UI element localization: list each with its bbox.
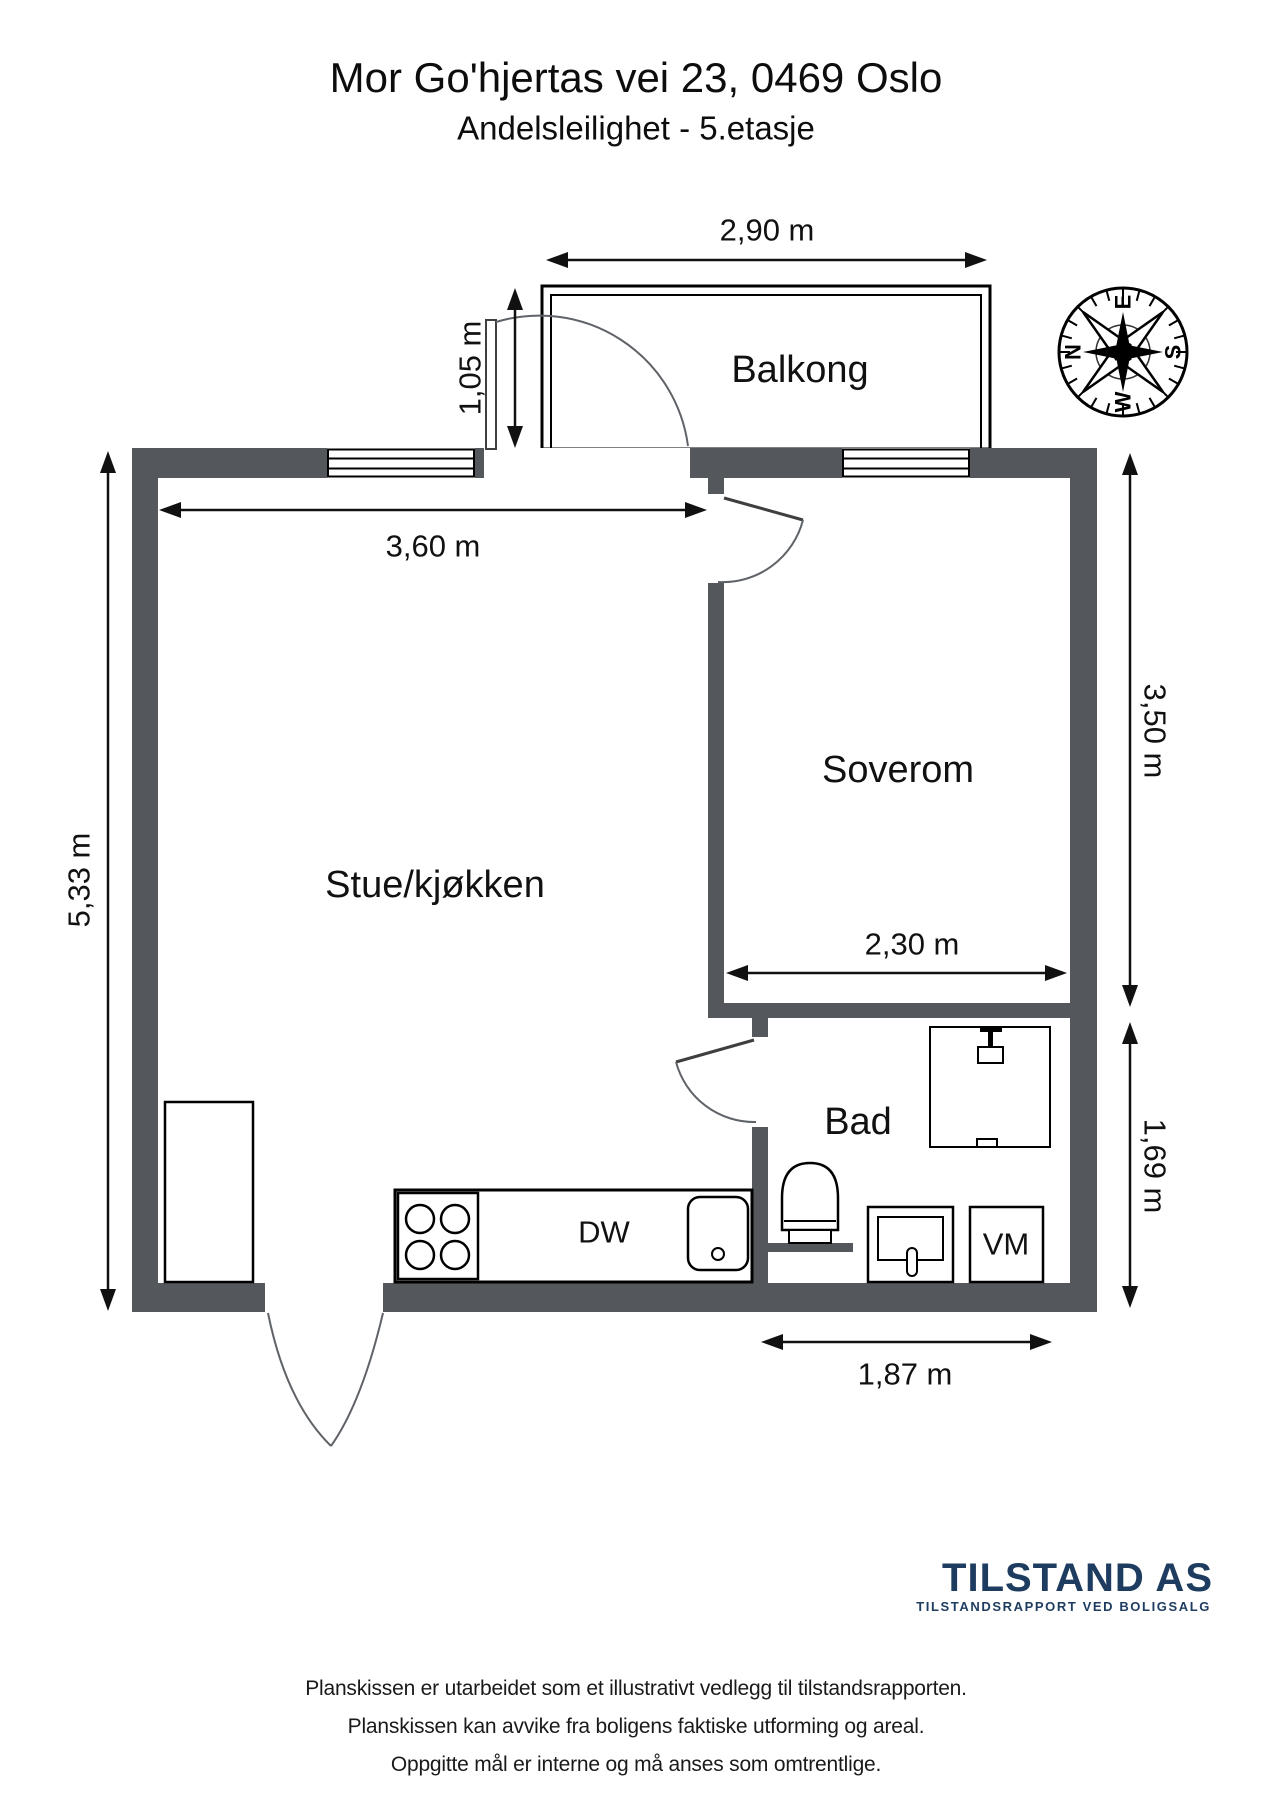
dim-label-bedroom-width: 2,30 m — [864, 926, 960, 962]
dim-arrow-apartment-height — [100, 451, 116, 1311]
window-opening-bedroom — [842, 448, 970, 478]
windows — [327, 448, 970, 478]
fixtures — [163, 1026, 1051, 1284]
dim-arrow-bathroom-width — [761, 1334, 1052, 1350]
wall-bath-stub-top — [752, 1018, 768, 1042]
bathroom-door-swing-arc — [675, 1061, 757, 1124]
bedroom-door-jamb-top — [708, 494, 724, 499]
window-opening-living — [327, 448, 475, 478]
compass-star-short-points — [1083, 312, 1163, 392]
dim-label-living-width: 3,60 m — [385, 528, 481, 564]
dim-label-bedroom-height: 3,50 m — [1137, 683, 1173, 779]
window-living — [327, 448, 475, 478]
dim-label-balcony-depth: 1,05 m — [452, 320, 488, 416]
dim-arrow-balcony-width — [546, 252, 987, 268]
bathroom-door-leaf — [675, 1038, 755, 1064]
dim-arrow-bedroom-width — [726, 965, 1067, 981]
dim-arrow-balcony-depth — [507, 288, 523, 448]
window-bedroom — [842, 448, 970, 478]
page-title: Mor Go'hjertas vei 23, 0469 Oslo — [329, 54, 943, 101]
label-washing-machine: VM — [982, 1226, 1030, 1262]
bathroom-door-jamb-top — [752, 1037, 768, 1042]
dim-label-apartment-height: 5,33 m — [61, 832, 97, 928]
toilet — [780, 1161, 840, 1244]
footer-line-2: Planskissen kan avvike fra boligens fakt… — [347, 1715, 925, 1738]
entrance-door-leaf-curve — [267, 1312, 332, 1447]
label-dishwasher: DW — [578, 1214, 630, 1250]
kitchen-sink — [686, 1195, 750, 1272]
footer-line-1: Planskissen er utarbeidet som et illustr… — [305, 1677, 967, 1700]
bedroom-door-leaf — [723, 496, 804, 522]
compass-letter-north: N — [1061, 344, 1086, 360]
compass-letter-south: S — [1161, 345, 1186, 360]
compass-center-dot — [1118, 347, 1128, 357]
room-label-bathroom: Bad — [824, 1101, 892, 1143]
bedroom-door-jamb-bottom — [708, 578, 724, 583]
doors — [267, 314, 804, 1447]
footer-line-3: Oppgitte mål er interne og må anses som … — [390, 1753, 882, 1776]
dimension-arrows — [100, 252, 1138, 1350]
shower-head — [977, 1046, 1004, 1064]
balcony-door-leaf — [485, 319, 497, 450]
entrance-door-opening — [265, 1283, 383, 1312]
shower-pipe — [988, 1031, 993, 1047]
entrance-door-swing-arc — [330, 1312, 384, 1447]
bathroom-sink — [866, 1205, 955, 1284]
wall-bedroom-bathroom — [708, 1003, 1097, 1018]
dim-label-bathroom-width: 1,87 m — [857, 1356, 953, 1392]
balcony-door-opening — [484, 448, 690, 478]
compass-letter-west: W — [1111, 391, 1136, 412]
walls — [132, 448, 1097, 1312]
closet — [163, 1100, 255, 1284]
dim-label-balcony-width: 2,90 m — [719, 212, 815, 248]
balcony-railing — [540, 284, 992, 451]
wall-partition-living-bedroom — [708, 582, 724, 1018]
wall-bath-left — [752, 1122, 768, 1283]
shower — [929, 1026, 1051, 1148]
logo-tilstand: TILSTAND AS — [942, 1556, 1213, 1600]
compass-letter-east: E — [1111, 295, 1136, 310]
page-subtitle: Andelsleilighet - 5.etasje — [457, 109, 815, 147]
bathroom-door-jamb-bottom — [752, 1122, 768, 1127]
shower-pipe-cap — [980, 1027, 1002, 1032]
dim-label-bathroom-height: 1,69 m — [1137, 1118, 1173, 1214]
room-label-bedroom: Soverom — [821, 749, 975, 791]
wall-toilet-ledge — [766, 1243, 853, 1252]
balcony-door-swing-arc — [495, 314, 689, 447]
washing-machine — [968, 1205, 1045, 1284]
dim-arrow-living-width — [159, 502, 707, 518]
bedroom-door-swing-arc — [717, 519, 804, 584]
stove — [396, 1191, 480, 1281]
wall-right — [1070, 448, 1097, 1312]
room-label-balcony: Balkong — [731, 349, 869, 391]
dim-arrow-bedroom-height — [1122, 453, 1138, 1007]
dim-arrow-bathroom-height — [1122, 1022, 1138, 1308]
room-label-living-kitchen: Stue/kjøkken — [325, 864, 545, 906]
wall-left — [132, 448, 158, 1312]
logo-tagline: TILSTANDSRAPPORT VED BOLIGSALG — [916, 1599, 1211, 1614]
compass-rose: E S W N — [1057, 286, 1189, 418]
wall-partition-stub-top — [708, 478, 724, 499]
shower-drain — [976, 1138, 998, 1148]
